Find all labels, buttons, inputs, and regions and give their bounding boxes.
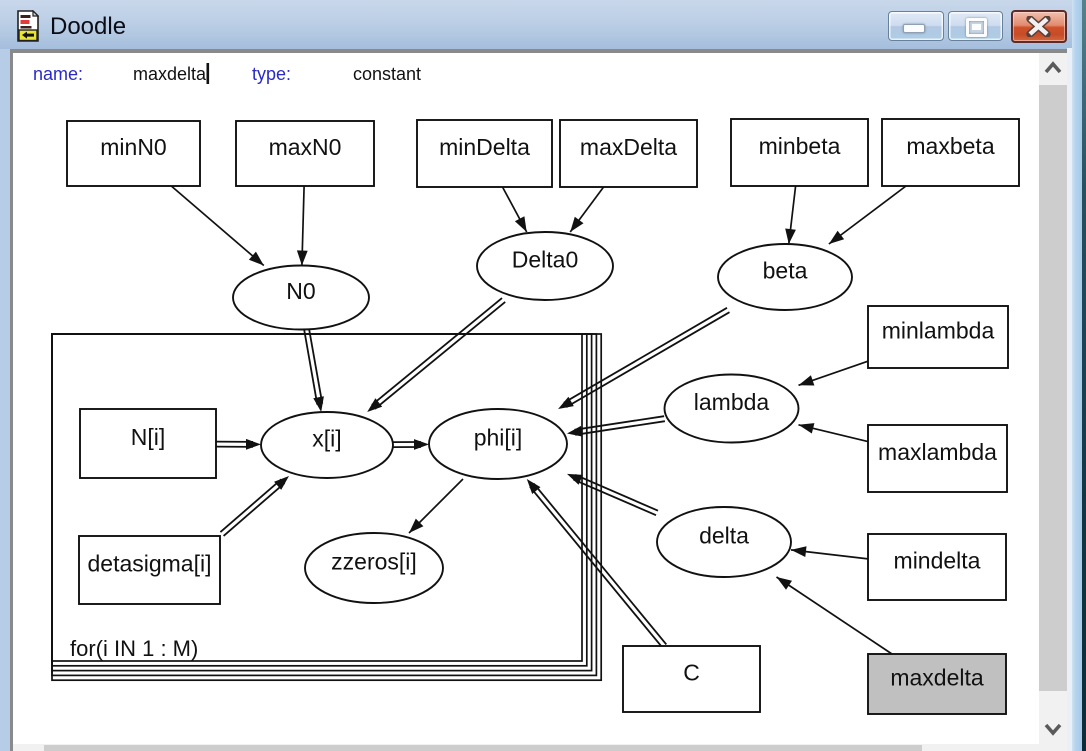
svg-text:minDelta: minDelta: [439, 134, 530, 160]
svg-text:maxdelta: maxdelta: [890, 665, 984, 691]
svg-text:Delta0: Delta0: [512, 247, 578, 273]
svg-text:maxdelta: maxdelta: [133, 64, 207, 84]
svg-text:maxbeta: maxbeta: [906, 133, 994, 159]
svg-text:delta: delta: [699, 523, 749, 549]
svg-text:C: C: [683, 660, 700, 686]
svg-text:minbeta: minbeta: [759, 133, 841, 159]
svg-text:type:: type:: [252, 64, 291, 84]
svg-text:maxN0: maxN0: [269, 134, 342, 160]
svg-text:x[i]: x[i]: [312, 426, 341, 452]
svg-text:phi[i]: phi[i]: [474, 425, 523, 451]
svg-text:mindelta: mindelta: [894, 548, 981, 574]
svg-text:beta: beta: [763, 258, 808, 284]
svg-text:lambda: lambda: [694, 389, 770, 415]
svg-text:constant: constant: [353, 64, 421, 84]
svg-text:zzeros[i]: zzeros[i]: [331, 549, 417, 575]
svg-text:maxDelta: maxDelta: [580, 134, 677, 160]
svg-text:minlambda: minlambda: [882, 318, 995, 344]
svg-text:maxlambda: maxlambda: [878, 439, 997, 465]
svg-text:name:: name:: [33, 64, 83, 84]
svg-text:N0: N0: [286, 278, 315, 304]
svg-text:for(i IN 1 : M): for(i IN 1 : M): [70, 636, 198, 661]
svg-text:N[i]: N[i]: [131, 424, 166, 450]
svg-text:minN0: minN0: [100, 134, 166, 160]
svg-text:detasigma[i]: detasigma[i]: [87, 551, 211, 577]
